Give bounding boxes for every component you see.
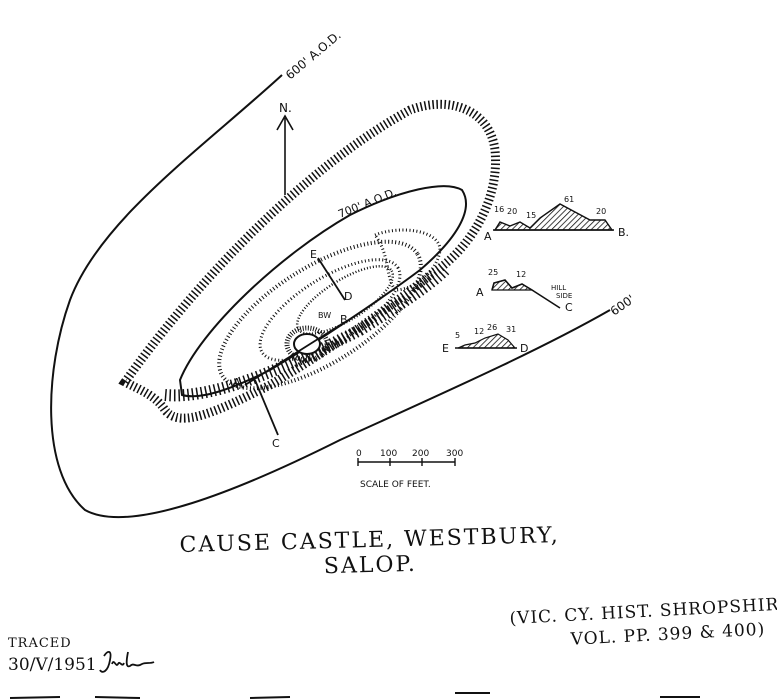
profile-ed-value-2: 12 (474, 327, 484, 336)
profile-ac-note-1: HILL (551, 284, 566, 292)
profile-ab-value-4: 61 (564, 195, 574, 204)
profile-ac-note-2: SIDE (556, 292, 572, 300)
profile-ab-value-5: 20 (596, 207, 606, 216)
outer-rampart (118, 99, 501, 423)
profile-ed-start: E (442, 342, 449, 355)
section-line-ed (317, 257, 346, 301)
profile-ed-value-3: 26 (487, 323, 497, 332)
contour-600-outer (50, 74, 611, 519)
profile-ed-end: D (520, 342, 528, 355)
north-label: N. (279, 101, 292, 115)
inner-enclosure-mid (258, 258, 402, 362)
traced-date: 30/V/1951 (8, 655, 97, 675)
plan-letter-a: A (233, 376, 241, 389)
traced-label: TRACED (8, 636, 72, 651)
plan-letter-e: E (310, 248, 317, 261)
scale-tick-100: 100 (380, 449, 397, 459)
profile-ed-value-4: 31 (506, 325, 516, 334)
inner-enclosure-outer (217, 239, 423, 391)
profile-ab-end: B. (618, 226, 629, 239)
profile-ed-value-1: 5 (455, 331, 460, 340)
profile-ac-value-2: 12 (516, 270, 526, 279)
contour-label-700: 700' A.O.D. (336, 185, 398, 220)
profile-ac-start: A (476, 286, 484, 299)
section-line-ab (244, 321, 346, 386)
scan-edge-marks (9, 692, 700, 699)
tracer-initials-signature (99, 651, 155, 673)
profile-ab-value-3: 15 (526, 211, 536, 220)
plan-letter-d: D (344, 290, 352, 303)
scale-label: SCALE OF FEET. (360, 480, 431, 490)
contour-700 (178, 185, 467, 398)
profile-ac-end: C (565, 301, 573, 314)
contour-label-600-lower: 600' (608, 292, 637, 318)
plan-letter-b: B (340, 313, 348, 326)
north-arrow (276, 114, 294, 195)
profile-ed (455, 333, 517, 349)
contour-label-600-outer: 600' A.O.D. (283, 28, 344, 82)
profile-ab (493, 203, 614, 231)
plan-letter-bw: BW (318, 311, 331, 320)
profile-ac-value-1: 25 (488, 268, 498, 277)
scale-tick-300: 300 (446, 449, 463, 459)
profile-ab-value-2: 20 (507, 207, 517, 216)
plan-letter-c: C (272, 437, 280, 450)
profile-ab-start: A (484, 230, 492, 243)
scale-tick-0: 0 (356, 449, 362, 459)
section-line-ac (254, 379, 279, 436)
profile-ac (491, 279, 561, 309)
scale-tick-200: 200 (412, 449, 429, 459)
profile-ab-value-1: 16 (494, 205, 504, 214)
scale-bar (357, 458, 456, 466)
traced-note: TRACED 30/V/1951 (8, 636, 97, 675)
inner-rampart-south (164, 265, 450, 402)
